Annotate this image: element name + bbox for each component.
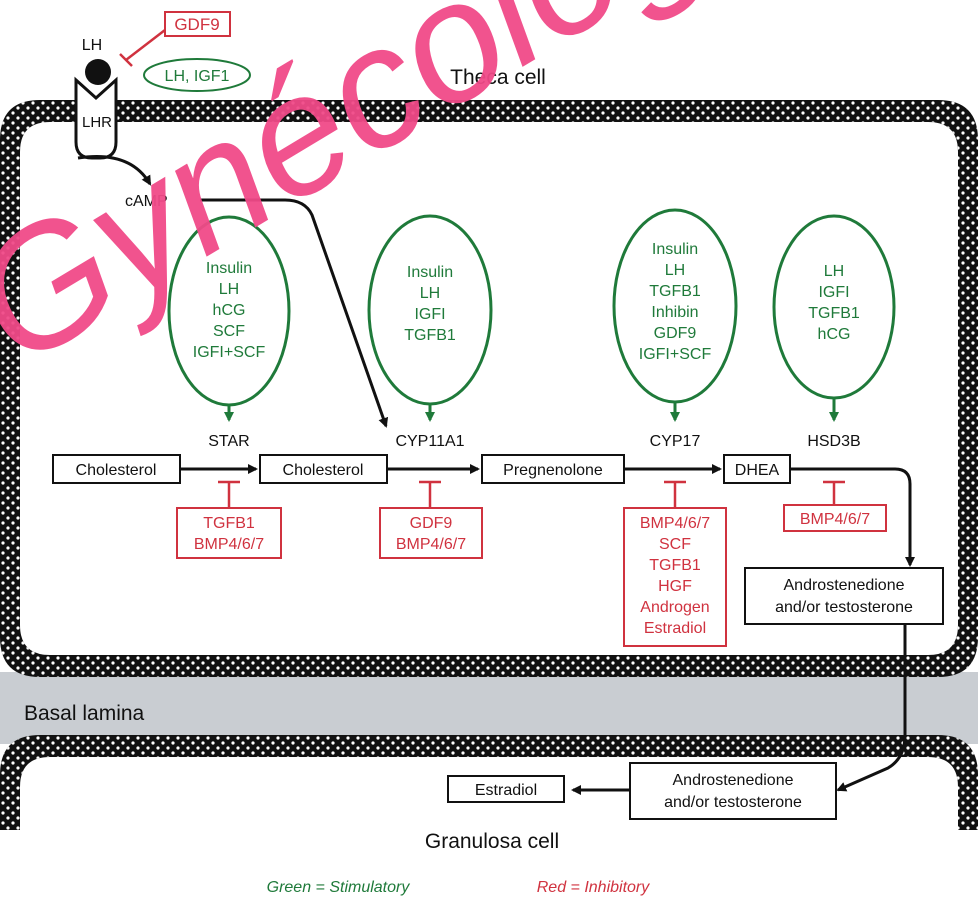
inhib-cyp17-0: BMP4/6/7	[640, 515, 710, 532]
lhr-to-camp-arrow	[77, 154, 152, 186]
inhib-cyp17-4: Androgen	[640, 599, 709, 616]
inhibitor-box-cyp17	[623, 507, 727, 647]
granulosa-input-line2: and/or testosterone	[664, 794, 802, 811]
enzyme-cyp11a1: CYP11A1	[395, 433, 464, 450]
stim-cyp17-3: Inhibin	[651, 304, 698, 321]
basal-lamina-label: Basal lamina	[24, 702, 145, 725]
stim-star-2: hCG	[213, 302, 246, 319]
substrate-dhea: DHEA	[735, 462, 780, 479]
substrate-pregnenolone: Pregnenolone	[503, 462, 603, 479]
estradiol-box	[447, 775, 565, 803]
camp-label: cAMP	[125, 193, 168, 210]
stim-star-4: IGFI+SCF	[193, 344, 266, 361]
camp-to-cyp11a1-arrow	[200, 198, 389, 428]
enzyme-star: STAR	[208, 433, 249, 450]
inhibitor-box-star	[176, 507, 282, 559]
substrate-cholesterol-1: Cholesterol	[76, 462, 157, 479]
theca-to-granulosa-arrow	[836, 624, 907, 792]
lh-igf1-label: LH, IGF1	[165, 68, 230, 85]
legend-green: Green = Stimulatory	[267, 879, 411, 896]
gdf9-inhibit-line	[125, 29, 166, 61]
stim-hsd3b-1: IGFI	[818, 284, 849, 301]
granulosa-cell-label: Granulosa cell	[425, 830, 559, 853]
stim-cyp17-5: IGFI+SCF	[639, 346, 712, 363]
inhibitor-box-cyp11a1	[379, 507, 483, 559]
substrate-pregnenolone-box	[481, 454, 625, 484]
inhib-star-0: TGFB1	[203, 515, 255, 532]
granulosa-input-line1: Androstenedione	[673, 772, 794, 789]
stim-hsd3b-0: LH	[824, 263, 844, 280]
lh-label: LH	[82, 37, 102, 54]
lh-ligand-dot	[85, 59, 111, 85]
basal-lamina-band	[0, 672, 978, 744]
substrate-cholesterol-2: Cholesterol	[283, 462, 364, 479]
lhr-label: LHR	[82, 114, 112, 131]
stim-cyp11a1-2: IGFI	[414, 306, 445, 323]
stim-star-3: SCF	[213, 323, 245, 340]
enzyme-hsd3b: HSD3B	[807, 433, 860, 450]
theca-cell-label: Theca cell	[450, 66, 546, 89]
arrow-hsd3b	[790, 467, 915, 567]
substrate-dhea-box	[723, 454, 791, 484]
inhib-cyp17-2: TGFB1	[649, 557, 701, 574]
inhibitor-box-hsd3b	[783, 504, 887, 532]
granulosa-input-box	[629, 762, 837, 820]
stim-hsd3b-2: TGFB1	[808, 305, 860, 322]
gdf9-top-label: GDF9	[174, 15, 219, 34]
stim-cyp11a1-3: TGFB1	[404, 327, 456, 344]
inhib-cyp17-3: HGF	[658, 578, 692, 595]
legend-red: Red = Inhibitory	[537, 879, 651, 896]
gdf9-top-box	[164, 11, 231, 37]
inhib-cyp17-5: Estradiol	[644, 620, 706, 637]
stim-cyp17-0: Insulin	[652, 241, 698, 258]
inhib-star-1: BMP4/6/7	[194, 536, 264, 553]
stimulator-oval-cyp17: Insulin LH TGFB1 Inhibin GDF9 IGFI+SCF	[612, 208, 738, 422]
theca-product-box	[744, 567, 944, 625]
stim-cyp11a1-1: LH	[420, 285, 440, 302]
theca-product-line2: and/or testosterone	[775, 599, 913, 616]
estradiol-label: Estradiol	[475, 782, 537, 799]
inhib-cyp11a1-0: GDF9	[410, 515, 453, 532]
stim-cyp11a1-0: Insulin	[407, 264, 453, 281]
stimulator-oval-star: Insulin LH hCG SCF IGFI+SCF	[167, 215, 291, 422]
stimulator-oval-cyp11a1: Insulin LH IGFI TGFB1	[367, 214, 493, 422]
inhibitor-bars	[218, 480, 845, 508]
stim-cyp17-4: GDF9	[654, 325, 697, 342]
stim-cyp17-2: TGFB1	[649, 283, 701, 300]
substrate-cholesterol-2-box	[259, 454, 388, 484]
inhib-hsd3b-0: BMP4/6/7	[800, 511, 870, 528]
theca-product-line1: Androstenedione	[784, 577, 905, 594]
stim-star-1: LH	[219, 281, 239, 298]
inhib-cyp11a1-1: BMP4/6/7	[396, 536, 466, 553]
lh-igf1-oval	[143, 58, 251, 92]
enzyme-cyp17: CYP17	[650, 433, 701, 450]
stim-cyp17-1: LH	[665, 262, 685, 279]
inhib-cyp17-1: SCF	[659, 536, 691, 553]
stim-star-0: Insulin	[206, 260, 252, 277]
granulosa-membrane	[0, 735, 978, 830]
stimulator-oval-hsd3b: LH IGFI TGFB1 hCG	[772, 214, 896, 422]
stim-hsd3b-3: hCG	[818, 326, 851, 343]
